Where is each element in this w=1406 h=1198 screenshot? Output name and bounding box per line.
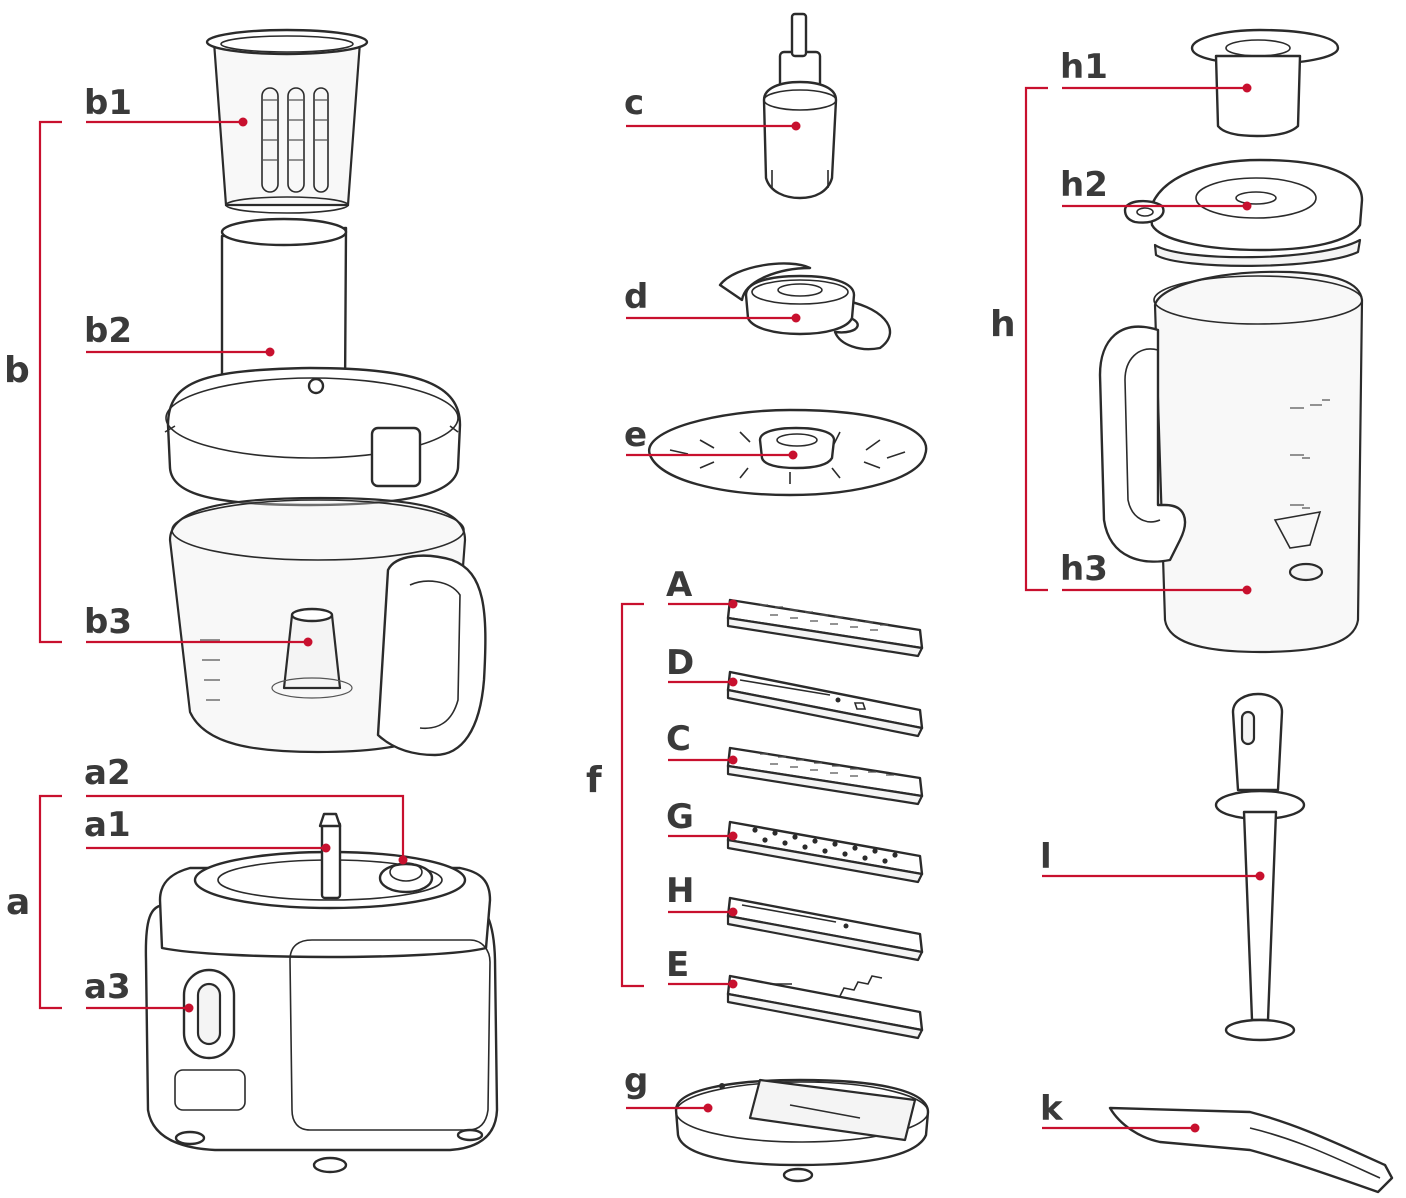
label-l: l <box>1040 837 1052 877</box>
part-f-A-grating-plate <box>726 598 924 658</box>
label-d: d <box>624 277 648 317</box>
part-c-drive-shaft <box>762 12 838 200</box>
part-f-C-grating-plate <box>726 746 924 806</box>
leader-lines <box>86 83 1265 1133</box>
part-e-emulsifying-disc <box>648 408 928 497</box>
label-a: a <box>6 882 30 923</box>
label-b3: b3 <box>84 602 132 642</box>
label-H: H <box>666 871 694 911</box>
label-h3: h3 <box>1060 549 1108 589</box>
label-C: C <box>666 719 691 759</box>
label-b: b <box>4 350 30 391</box>
label-a2: a2 <box>84 753 131 793</box>
label-A: A <box>666 565 693 605</box>
group-f-bracket <box>620 602 644 988</box>
part-a-motor-base <box>144 812 499 1174</box>
part-b1-pusher-cup <box>205 28 369 214</box>
label-h1: h1 <box>1060 47 1108 87</box>
group-a-bracket <box>38 794 62 1010</box>
part-b2-lid-with-feed-tube <box>164 217 462 507</box>
part-h1-jug-cap <box>1190 28 1340 138</box>
label-b2: b2 <box>84 311 132 351</box>
label-c: c <box>624 83 644 123</box>
part-h2-jug-lid <box>1123 158 1364 267</box>
part-l-pusher-spatula <box>1214 692 1306 1042</box>
label-E: E <box>666 945 689 985</box>
label-G: G <box>666 797 694 837</box>
label-a3: a3 <box>84 967 131 1007</box>
part-f-D-slicing-plate <box>726 670 924 738</box>
group-h-bracket <box>1024 86 1048 592</box>
part-d-kneading-blade <box>718 262 892 351</box>
part-b3-bowl <box>168 496 487 757</box>
part-h3-blender-jug <box>1098 270 1364 654</box>
part-f-H-slicing-plate <box>726 896 924 962</box>
label-h: h <box>990 304 1016 345</box>
part-k-scraper <box>1108 1106 1394 1194</box>
label-D: D <box>666 643 694 683</box>
label-h2: h2 <box>1060 165 1108 205</box>
part-g-disc-holder <box>674 1078 930 1183</box>
part-f-G-grating-plate <box>726 820 924 884</box>
group-b-bracket <box>38 120 62 644</box>
label-g: g <box>624 1061 648 1101</box>
label-k: k <box>1040 1089 1064 1129</box>
label-e: e <box>624 415 647 455</box>
label-a1: a1 <box>84 805 131 845</box>
part-f-E-julienne-plate <box>726 974 924 1040</box>
label-f: f <box>586 760 602 801</box>
label-b1: b1 <box>84 83 132 123</box>
